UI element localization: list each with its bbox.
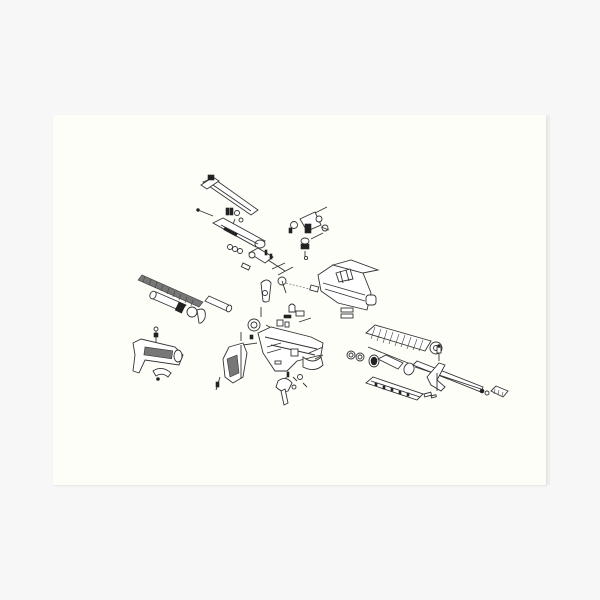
hammer xyxy=(260,279,272,303)
bolt xyxy=(240,247,286,272)
charging-handle xyxy=(200,174,259,216)
bolt-catch-parts xyxy=(247,307,290,340)
carrier-key-parts xyxy=(225,207,244,225)
pistol-grip xyxy=(215,332,248,391)
stock xyxy=(132,338,184,374)
upper-handguard xyxy=(365,324,443,355)
exploded-view-diagram xyxy=(132,174,509,406)
takedown-pins xyxy=(266,342,324,385)
buffer-spring xyxy=(137,274,204,308)
art-print xyxy=(53,115,546,485)
lower-handguard xyxy=(365,376,424,401)
firing-pin xyxy=(196,208,214,217)
selector-parts xyxy=(283,303,312,323)
bolt-carrier xyxy=(212,217,266,249)
trigger-group xyxy=(275,371,308,406)
bolt-rings xyxy=(227,244,243,254)
rear-sight-assembly xyxy=(288,206,330,261)
buffer xyxy=(204,295,233,313)
slip-ring-parts xyxy=(346,350,380,368)
lower-receiver xyxy=(242,326,324,372)
flash-hider xyxy=(479,385,509,398)
gas-tube-pin xyxy=(423,391,437,399)
front-sight xyxy=(426,344,446,392)
upper-receiver xyxy=(317,259,380,319)
upper-receiver-pins xyxy=(271,232,324,276)
forward-assist xyxy=(277,276,320,294)
stock-latch xyxy=(152,368,172,381)
buffer-tube xyxy=(149,290,206,324)
